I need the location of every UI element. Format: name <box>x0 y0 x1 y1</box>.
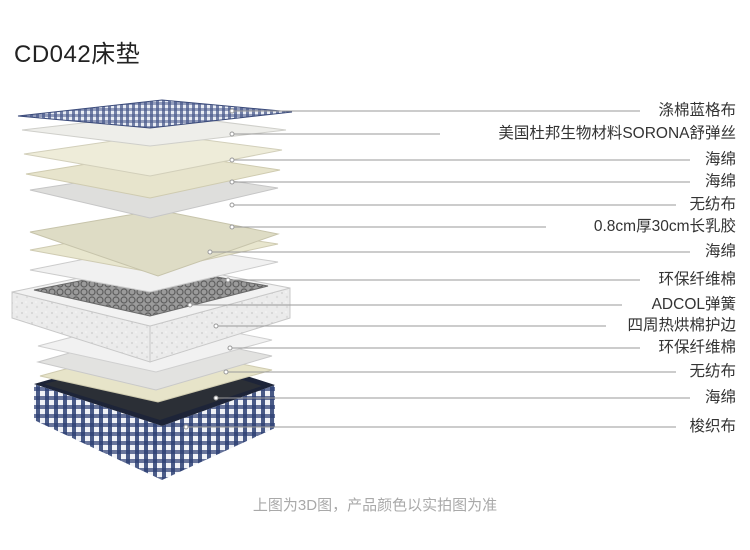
page-title: CD042床垫 <box>14 41 141 68</box>
layer-label-check-fabric: 涤棉蓝格布 <box>658 102 736 119</box>
layer-latex <box>29 209 280 277</box>
layer-label-foam: 海绵 <box>704 173 736 190</box>
layer-check-fabric-top <box>17 99 293 129</box>
layer-label-fiber: 环保纤维棉 <box>658 339 736 356</box>
layer-label-nonwoven: 无纺布 <box>689 196 736 213</box>
layer-label-border: 四周热烘棉护边 <box>627 317 736 334</box>
layer-label-woven: 梭织布 <box>689 418 736 435</box>
leader-lines <box>183 108 690 430</box>
image-caption: 上图为3D图，产品颜色以实拍图为准 <box>252 497 498 514</box>
layer-label-foam: 海绵 <box>704 243 736 260</box>
layer-label-fiber: 环保纤维棉 <box>658 271 736 288</box>
layer-label-foam: 海绵 <box>704 151 736 168</box>
layer-label-foam: 海绵 <box>704 389 736 406</box>
layer-label-nonwoven: 无纺布 <box>689 363 736 380</box>
layer-label-sorona: 美国杜邦生物材料SORONA舒弹丝 <box>498 125 736 142</box>
layer-label-latex: 0.8cm厚30cm长乳胶 <box>593 218 736 235</box>
layer-label-spring: ADCOL弹簧 <box>651 296 736 313</box>
